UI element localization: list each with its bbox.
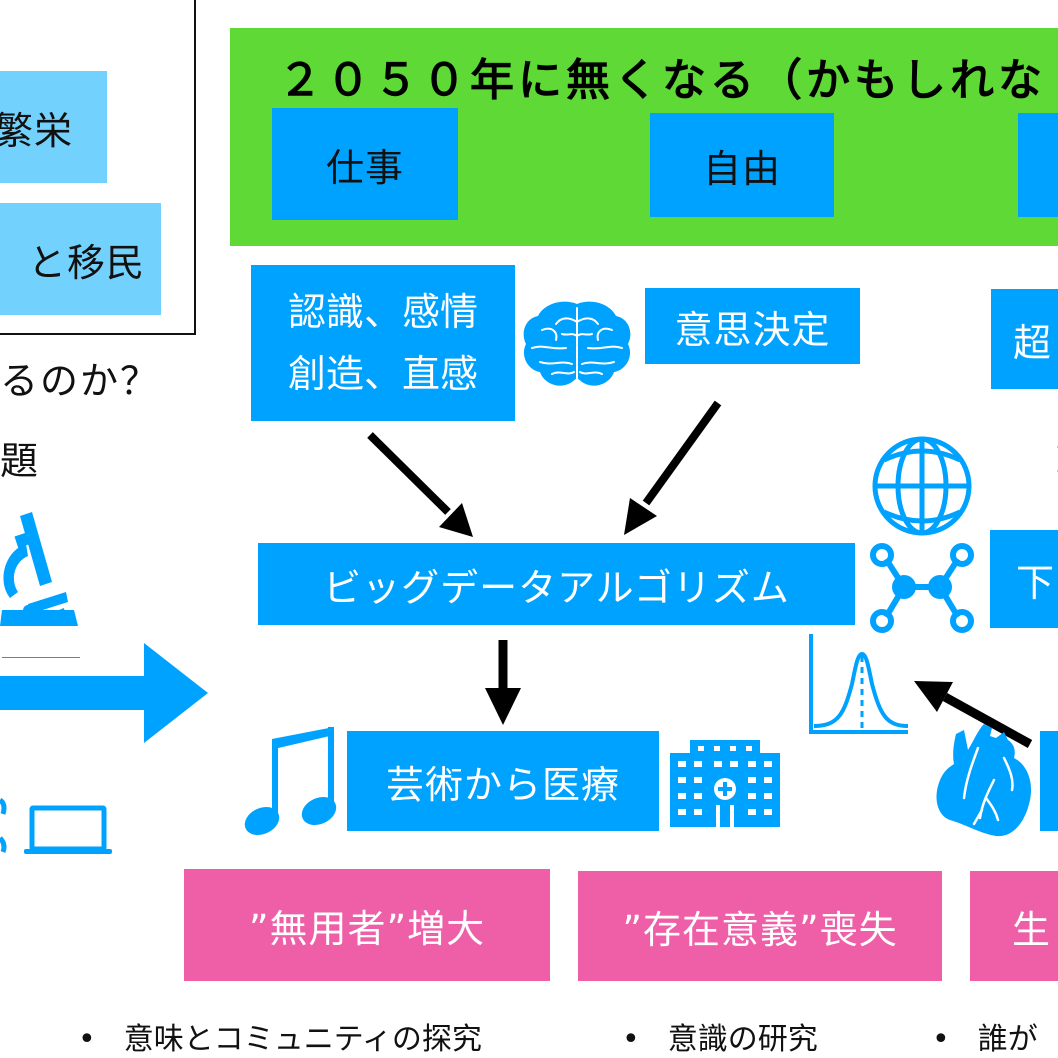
left-panel-frame bbox=[0, 0, 196, 335]
outcome-useless-class: ”無用者”増大 bbox=[184, 869, 550, 981]
bullet-item-1-label: 意味とコミュニティの探究 bbox=[123, 1022, 482, 1057]
big-data-box: ビッグデータアルゴリズム bbox=[258, 543, 855, 625]
banner-item-job: 仕事 bbox=[272, 108, 458, 220]
prosperity-label: 繁栄 bbox=[0, 108, 73, 153]
big-right-arrow-icon bbox=[0, 643, 208, 743]
network-icon bbox=[870, 543, 974, 633]
globe-icon bbox=[872, 436, 972, 536]
bullet-dot: • bbox=[78, 1022, 96, 1057]
banner-item-freedom: 自由 bbox=[650, 113, 834, 217]
distribution-chart-icon bbox=[809, 634, 909, 734]
music-note-icon bbox=[244, 727, 337, 836]
decision-label: 意思決定 bbox=[674, 307, 831, 352]
art-medicine-label: 芸術から医療 bbox=[385, 762, 620, 807]
laptop-icon bbox=[24, 805, 112, 854]
super-label: 超 bbox=[1013, 320, 1053, 365]
outcome-useless-class-label: ”無用者”増大 bbox=[248, 906, 486, 951]
lower-box: 下 bbox=[990, 530, 1058, 628]
decision-box: 意思決定 bbox=[645, 288, 860, 364]
big-data-label: ビッグデータアルゴリズム bbox=[323, 565, 790, 610]
bullet-item-1: • 意味とコミュニティの探究 bbox=[78, 1014, 482, 1058]
hospital-icon bbox=[670, 740, 780, 827]
bullet-item-2-label: 意識の研究 bbox=[667, 1022, 818, 1057]
migration-label: と移民 bbox=[27, 240, 145, 285]
migration-box: と移民 bbox=[0, 203, 161, 315]
outcome-meaning-loss-label: ”存在意義”喪失 bbox=[622, 907, 898, 952]
cognition-line1: 認識、感情 bbox=[287, 290, 478, 334]
bullet-dot: • bbox=[932, 1022, 950, 1057]
problem-text: 題 bbox=[0, 439, 39, 483]
cognition-line2: 創造、直感 bbox=[287, 352, 478, 396]
banner-title: ２０５０年に無くなる（かもしれな bbox=[278, 55, 1046, 106]
cognition-box: 認識、感情 創造、直感 bbox=[251, 265, 515, 421]
bullet-item-3: • 誰が bbox=[932, 1014, 1038, 1058]
microscope-icon bbox=[0, 512, 80, 658]
lower-label: 下 bbox=[1016, 560, 1056, 605]
question-text: るのか？ bbox=[0, 359, 161, 403]
partial-box-right bbox=[1040, 731, 1058, 831]
bullet-item-3-label: 誰が bbox=[977, 1022, 1038, 1057]
outcome-meaning-loss: ”存在意義”喪失 bbox=[578, 871, 942, 981]
banner-item-freedom-label: 自由 bbox=[702, 146, 781, 191]
outcome-3-label: 生 bbox=[1012, 907, 1052, 952]
banner-item-3 bbox=[1018, 113, 1058, 217]
partial-icon bbox=[0, 797, 7, 853]
bullet-item-2: • 意識の研究 bbox=[622, 1014, 818, 1058]
anatomical-heart-icon bbox=[936, 724, 1032, 837]
art-medicine-box: 芸術から医療 bbox=[347, 731, 659, 831]
outcome-3: 生 bbox=[970, 871, 1058, 981]
bullet-dot: • bbox=[622, 1022, 640, 1057]
super-box: 超 bbox=[991, 289, 1058, 389]
brain-icon bbox=[523, 301, 631, 386]
prosperity-box: 繁栄 bbox=[0, 71, 107, 183]
banner-item-job-label: 仕事 bbox=[325, 145, 404, 190]
